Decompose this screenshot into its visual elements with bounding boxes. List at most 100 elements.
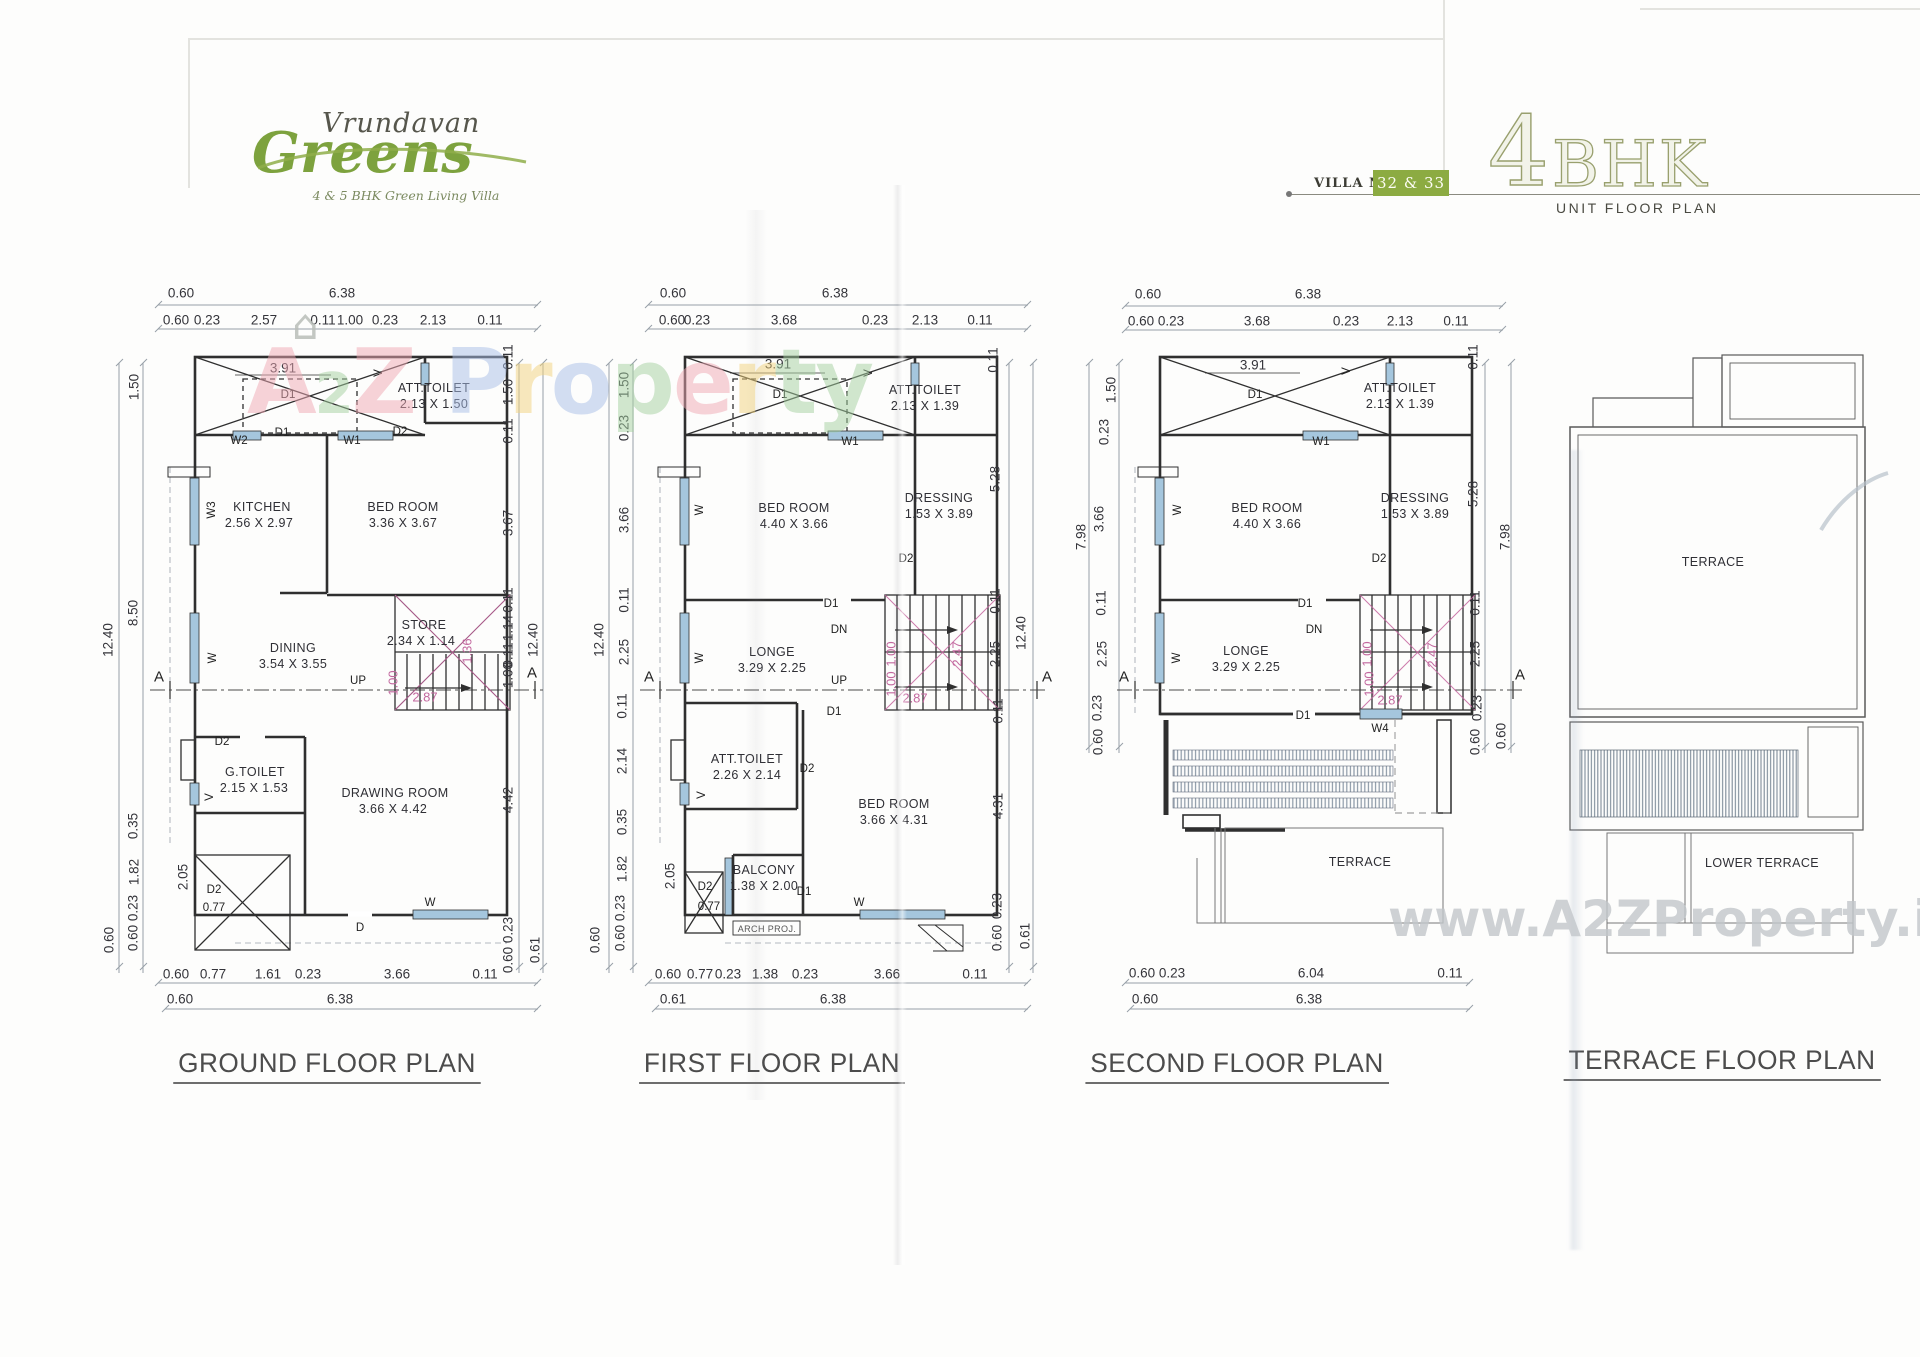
plan-title: TERRACE FLOOR PLAN [1563, 1045, 1881, 1081]
section-marker: A [526, 664, 538, 682]
dimension-label: 3.66 [616, 506, 632, 534]
dimension-label: 2.25 [616, 638, 632, 666]
dimension-label: 1.00 [500, 661, 516, 689]
header-card-left-border [188, 38, 190, 188]
arch-proj-label: ARCH PROJ. [737, 924, 797, 934]
room-label: ATT.TOILET [397, 381, 471, 395]
dimension-label: 0.61 [659, 991, 687, 1007]
door-window-tag: D [355, 922, 365, 934]
door-window-tag: D1 [826, 706, 842, 718]
room-label: 2.13 X 1.39 [890, 399, 960, 413]
stair-dimension-label: 2.87 [902, 690, 928, 706]
dimension-label: 1.50 [126, 373, 142, 401]
room-label: 3.54 X 3.55 [258, 657, 328, 671]
dimension-label: 7.98 [1497, 523, 1513, 551]
room-label: LONGE [1223, 644, 1269, 658]
dimension-label: 3.68 [1243, 313, 1271, 329]
dimension-label: 0.23 [371, 312, 399, 328]
stair-dimension-label: 1.00 [883, 671, 899, 697]
door-window-tag: V [204, 793, 216, 801]
dimension-label: 1.50 [1103, 376, 1119, 404]
dimension-label: 0.11 [1465, 344, 1481, 370]
dimension-label: 0.60 [587, 926, 603, 954]
room-label: DINING [269, 641, 317, 655]
door-window-tag: D2 [799, 763, 815, 775]
dimension-label: 0.11 [987, 588, 1003, 614]
room-label: 3.66 X 4.31 [859, 813, 929, 827]
room-label: 2.13 X 1.50 [399, 397, 469, 411]
dimension-label: 3.66 [1091, 505, 1107, 533]
stair-dimension-label: 1.00 [883, 641, 899, 667]
dimension-label: 0.60 [654, 966, 682, 982]
stair-dimension-label: 2.87 [412, 689, 438, 705]
dimension-label: 0.23 [989, 892, 1005, 920]
door-window-tag: V [863, 369, 875, 377]
dimension-label: 4.42 [500, 786, 516, 814]
door-window-tag: V [696, 791, 708, 799]
dimension-label: 0.11 [500, 587, 516, 613]
first-floor-drawing [605, 300, 1045, 1013]
brand-name-main: Greens [252, 120, 473, 186]
door-window-tag: W [1171, 652, 1183, 664]
dimension-label: 12.40 [525, 623, 541, 657]
dimension-label: 0.77 [199, 966, 227, 982]
section-marker: A [1118, 668, 1130, 686]
door-window-tag: D1 [1297, 598, 1313, 610]
dimension-label: 0.11 [1437, 965, 1463, 981]
dimension-label: 0.23 [125, 894, 141, 922]
dimension-label: 0.60 [658, 312, 686, 328]
dimension-label: 0.11 [1467, 590, 1483, 616]
door-window-tag: W [207, 652, 219, 664]
dimension-label: 6.38 [328, 285, 356, 301]
bhk-text: BHK [1551, 128, 1709, 202]
door-window-tag: D1 [796, 886, 812, 898]
plan-title: GROUND FLOOR PLAN [173, 1048, 481, 1084]
room-label: ATT.TOILET [710, 752, 784, 766]
ground-floor-drawing [115, 300, 548, 1013]
watermark-house-icon: ⌂ [292, 300, 319, 349]
dimension-label: 6.38 [819, 991, 847, 1007]
second-floor-drawing [1085, 301, 1523, 1013]
dimension-label: 8.50 [125, 599, 141, 627]
dimension-label: 0.60 [500, 946, 516, 974]
stair-dimension-label: 2.47 [949, 641, 965, 667]
dimension-label: 1.14 [500, 614, 516, 642]
dimension-label: 0.60 [1127, 313, 1155, 329]
dimension-label: 7.98 [1073, 523, 1089, 551]
dimension-label: 0.11 [967, 312, 993, 328]
dimension-label: 0.11 [500, 418, 516, 444]
header-card-right-border [1443, 0, 1445, 190]
stair-dimension-label: 1.00 [385, 670, 401, 696]
dimension-label: 0.23 [683, 312, 711, 328]
dimension-label: 0.60 [659, 285, 687, 301]
bhk-number: 4 [1487, 96, 1550, 208]
dimension-label: 0.60 [989, 924, 1005, 952]
door-window-tag: D1 [1247, 389, 1263, 401]
dimension-label: 0.11 [1443, 313, 1469, 329]
dimension-label: 3.66 [383, 966, 411, 982]
dimension-label: 3.91 [764, 356, 792, 372]
room-label: BED ROOM [1231, 501, 1303, 515]
door-window-tag: W2 [230, 435, 248, 447]
dimension-label: 0.23 [294, 966, 322, 982]
dimension-label: 0.60 [1467, 728, 1483, 756]
dimension-label: 0.11 [616, 587, 632, 613]
door-window-tag: W [1172, 504, 1184, 516]
terrace-floor-drawing [1569, 354, 1889, 954]
stair-dimension-label: 1.36 [459, 638, 475, 664]
dimension-label: 0.11 [985, 347, 1001, 373]
room-label: BALCONY [732, 863, 796, 877]
dimension-label: 0.23 [500, 916, 516, 944]
door-window-tag: V [373, 369, 385, 377]
dimension-label: 2.57 [250, 312, 278, 328]
door-window-tag: DN [830, 624, 848, 636]
door-window-tag: UP [350, 675, 366, 687]
stair-dimension-label: 2.87 [1377, 692, 1403, 708]
dimension-label: 2.05 [175, 863, 191, 891]
door-window-tag: 0.77 [202, 902, 226, 914]
door-window-tag: D1 [823, 598, 839, 610]
